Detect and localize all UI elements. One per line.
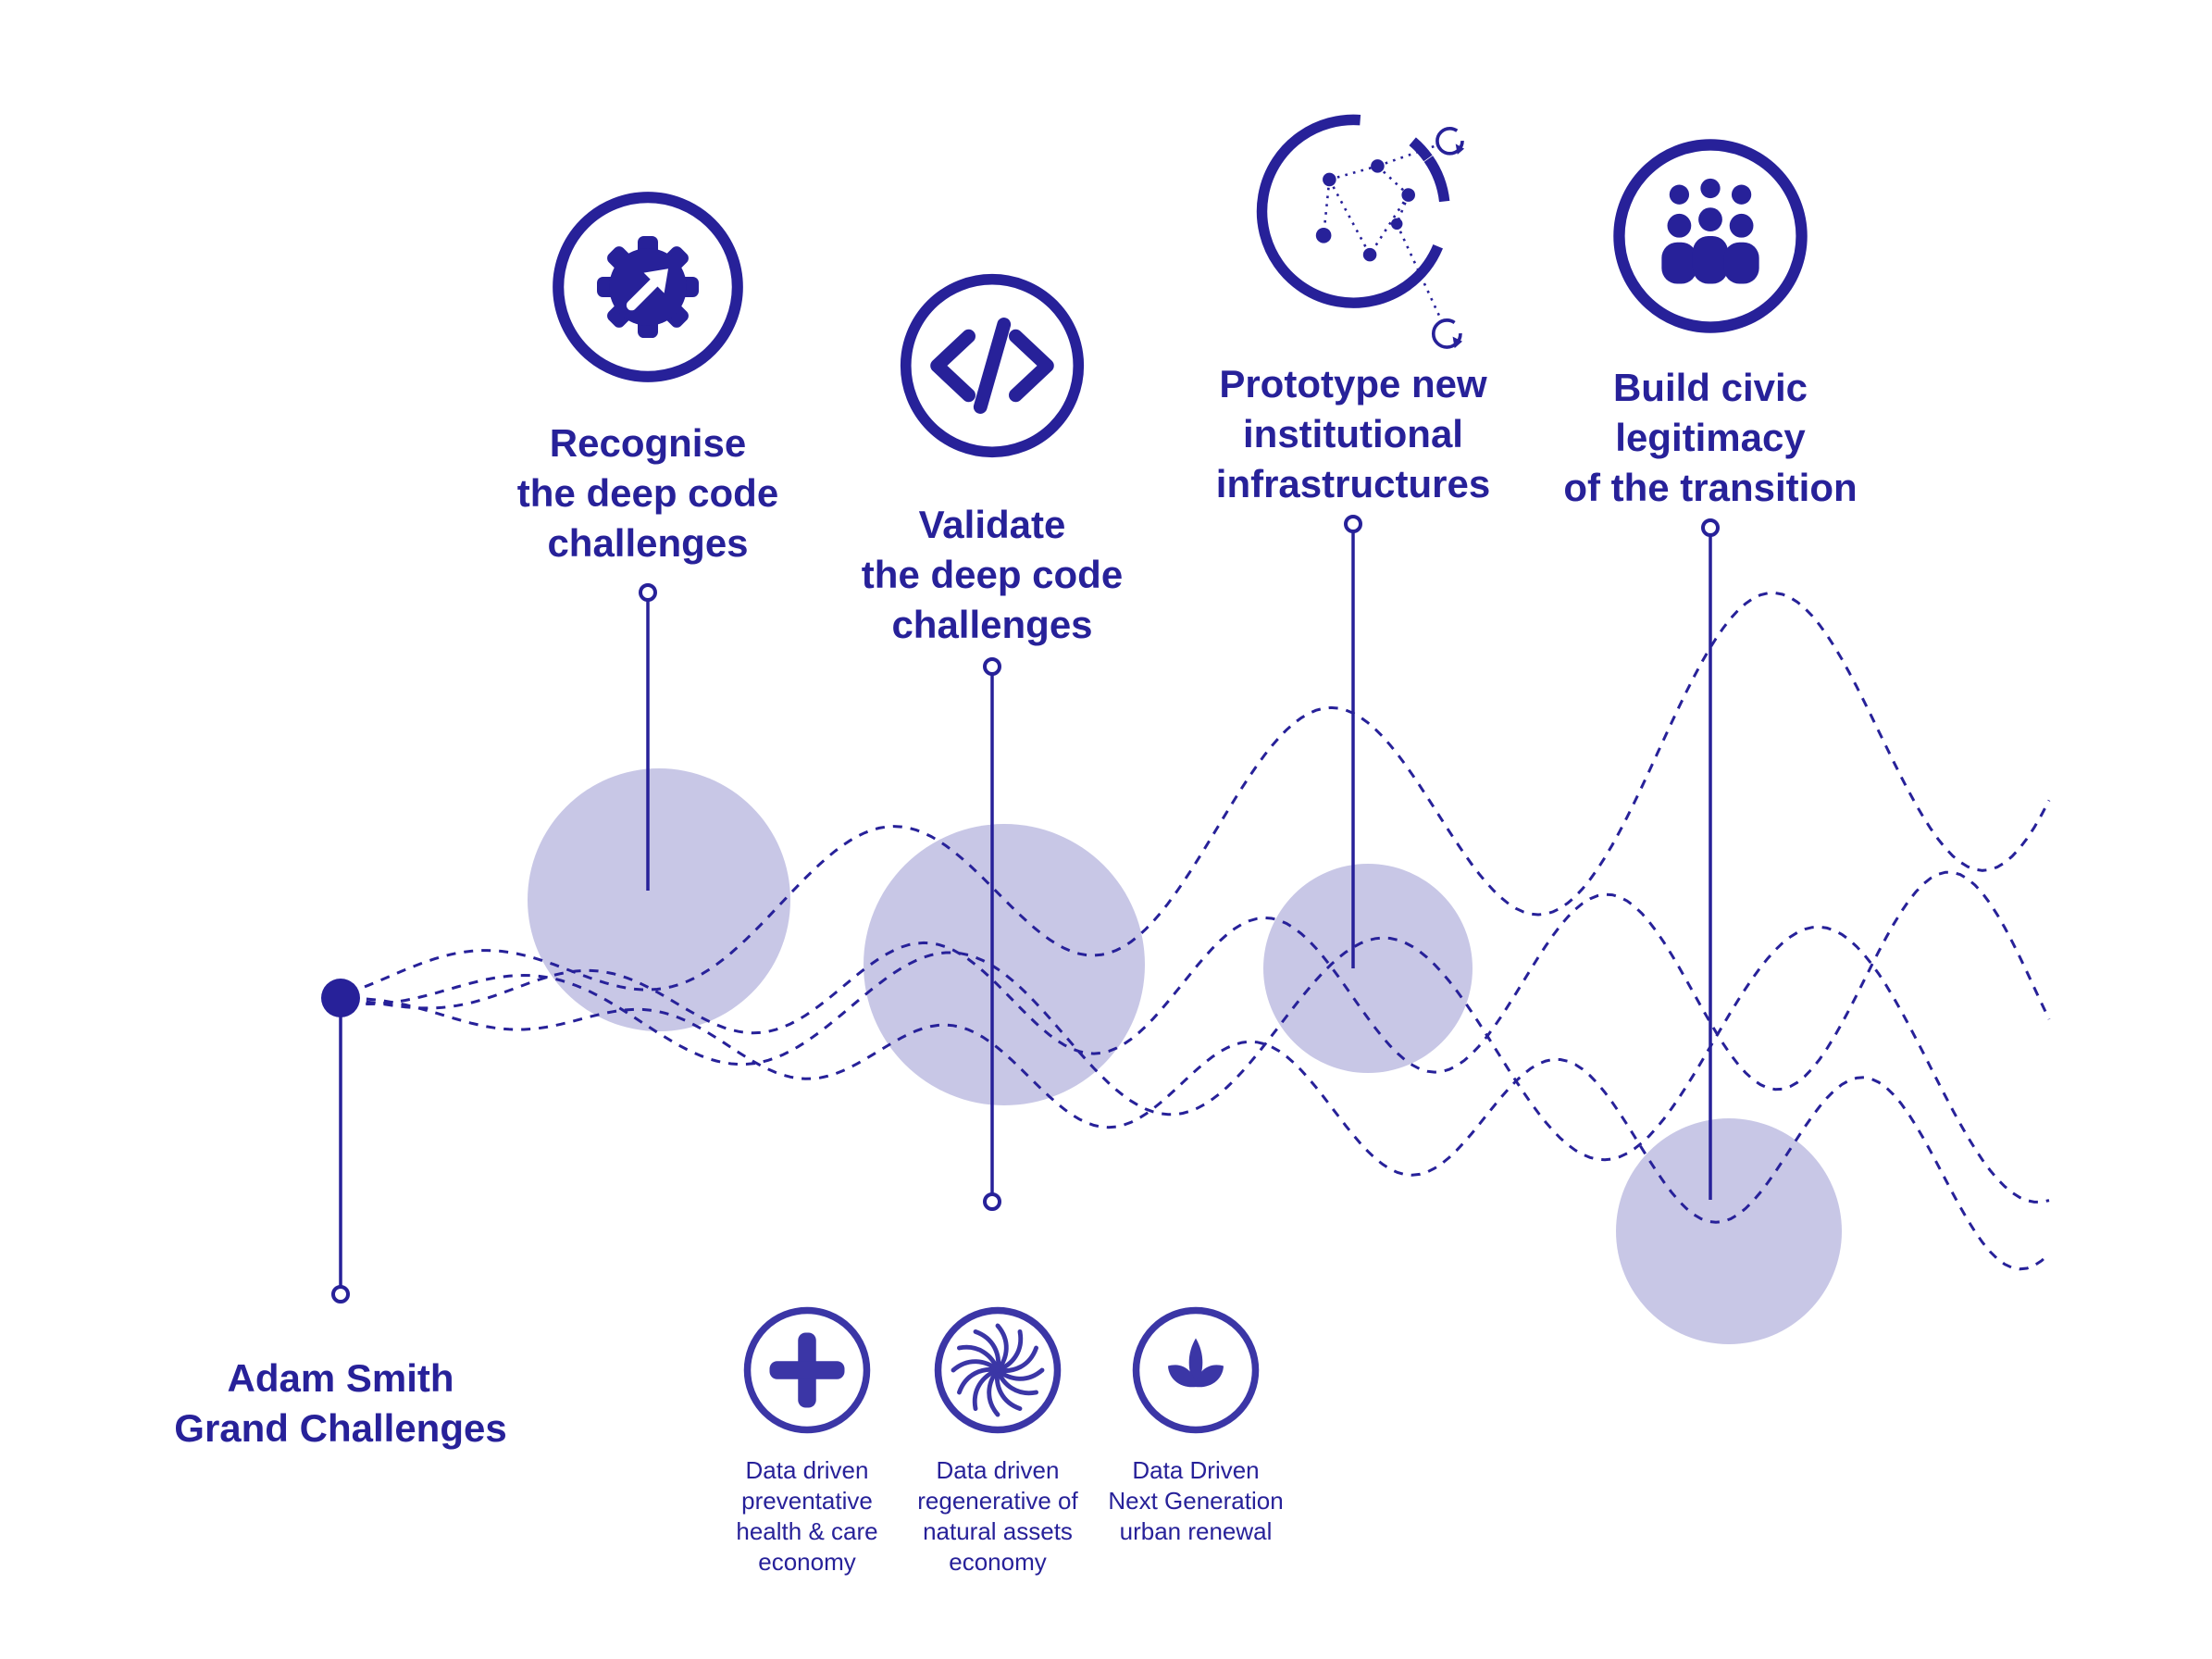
icon-ring <box>743 1306 871 1434</box>
leaf-icon <box>1132 1306 1260 1434</box>
icon-ring <box>553 192 743 382</box>
connector-endpoint <box>983 1192 1001 1211</box>
connector-validate <box>983 657 1001 1211</box>
outcome-caption-health: Data driven preventative health & care e… <box>736 1456 878 1577</box>
origin-label: Adam Smith Grand Challenges <box>174 1356 507 1451</box>
connector-endpoint <box>639 583 657 602</box>
spiral-icon <box>934 1306 1062 1434</box>
wave-lines <box>330 591 2051 1271</box>
people-shapes <box>1661 178 1759 284</box>
milestone-label-prototype: Prototype new institutional infrastructu… <box>1215 362 1491 506</box>
connector-endpoint <box>1701 518 1720 537</box>
arrow-up-right <box>626 268 668 311</box>
connector-endpoint <box>1344 515 1362 533</box>
connector-endpoint <box>983 657 1001 676</box>
wave-dashed-line <box>330 591 2051 1000</box>
wave-dashed-line <box>330 870 2051 1091</box>
icon-ring <box>1613 139 1808 333</box>
connector-prototype <box>1344 515 1362 968</box>
cycle-arrow-bottom <box>1431 318 1462 349</box>
connector-endpoint <box>331 1285 350 1304</box>
plus-icon <box>743 1306 871 1434</box>
wave-blob <box>1616 1118 1842 1344</box>
outcome-caption-natural-assets: Data driven regenerative of natural asse… <box>917 1456 1078 1577</box>
leaf-shape <box>1168 1338 1224 1388</box>
wave-blob <box>864 824 1145 1105</box>
milestone-label-recognise: Recognise the deep code challenges <box>516 421 779 566</box>
wave-blob <box>1263 864 1473 1073</box>
network-graph <box>1315 143 1445 325</box>
origin-dot <box>321 979 360 1017</box>
milestone-label-build: Build civic legitimacy of the transition <box>1563 366 1858 510</box>
icon-ring <box>934 1306 1062 1434</box>
code-icon <box>900 273 1085 458</box>
icon-ring <box>900 273 1085 458</box>
wave-blobs <box>528 768 1842 1344</box>
gear-arrow-icon <box>553 192 743 382</box>
code-glyph <box>930 318 1054 414</box>
connector-recognise <box>639 583 657 891</box>
connector-build <box>1701 518 1720 1200</box>
plus-shape <box>769 1332 845 1408</box>
milestone-label-validate: Validate the deep code challenges <box>861 503 1124 647</box>
people-group-icon <box>1613 139 1808 333</box>
cycle-arrow-top <box>1435 126 1465 156</box>
network-prototype-icon <box>1256 114 1465 349</box>
origin-marker <box>321 979 360 1304</box>
wave-blob <box>528 768 790 1031</box>
outcome-caption-urban-renewal: Data Driven Next Generation urban renewa… <box>1108 1456 1284 1546</box>
swirl-shape <box>953 1326 1042 1415</box>
icon-ring <box>1132 1306 1260 1434</box>
broken-ring <box>1256 114 1450 308</box>
